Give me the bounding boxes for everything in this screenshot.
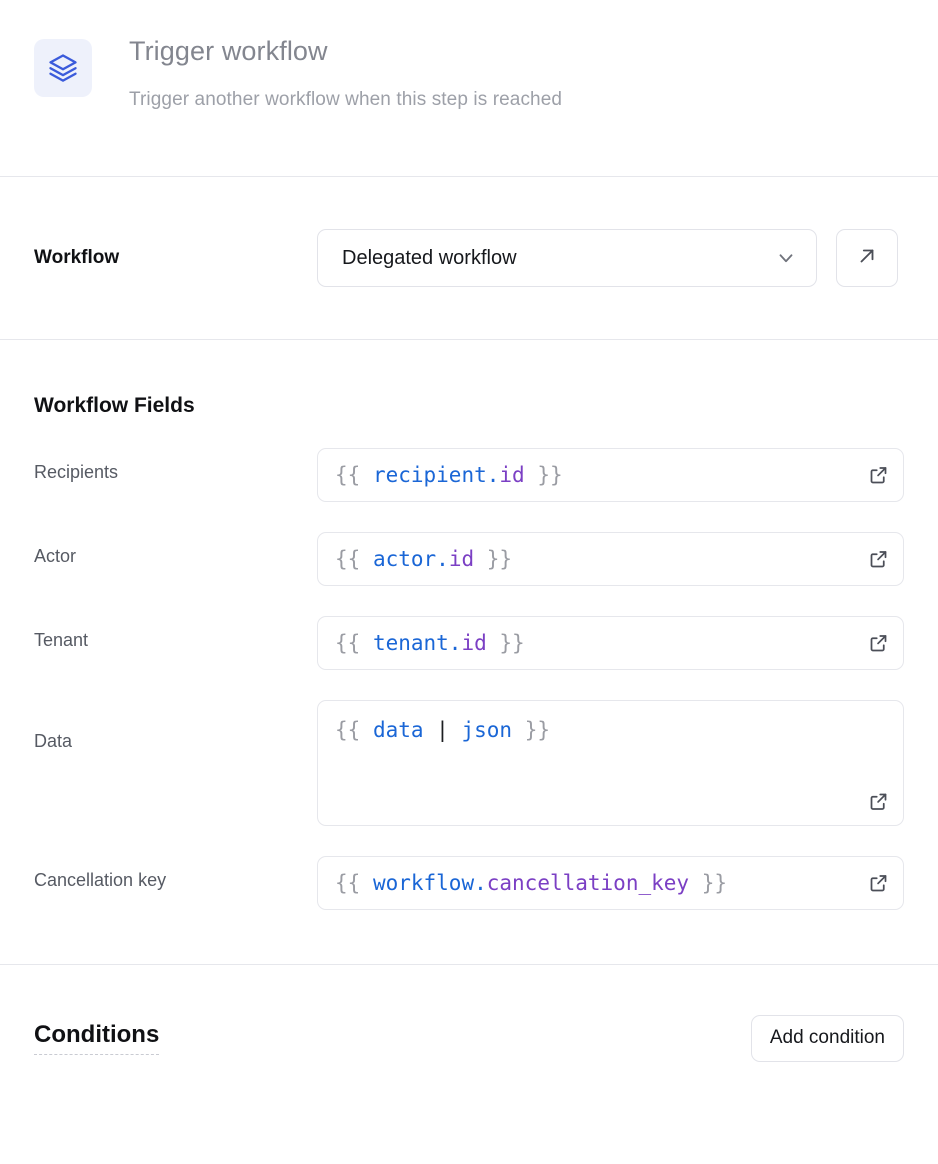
external-link-icon[interactable]: [868, 791, 889, 812]
field-row: Recipients {{ recipient.id }}: [34, 448, 904, 502]
spacer: [34, 910, 904, 964]
cancellation-key-value: {{ workflow.cancellation_key }}: [335, 871, 727, 895]
external-link-icon[interactable]: [868, 873, 889, 894]
step-header: Trigger workflow Trigger another workflo…: [0, 0, 938, 176]
field-row: Data {{ data | json }}: [34, 700, 904, 826]
page-title: Trigger workflow: [129, 34, 562, 68]
field-label-actor: Actor: [34, 532, 317, 567]
actor-input[interactable]: {{ actor.id }}: [317, 532, 904, 586]
tenant-input[interactable]: {{ tenant.id }}: [317, 616, 904, 670]
recipients-value: {{ recipient.id }}: [335, 463, 563, 487]
recipients-input[interactable]: {{ recipient.id }}: [317, 448, 904, 502]
data-value: {{ data | json }}: [335, 718, 550, 742]
field-row: Actor {{ actor.id }}: [34, 532, 904, 586]
arrow-up-right-icon: [856, 245, 878, 272]
data-input[interactable]: {{ data | json }}: [317, 700, 904, 826]
workflow-fields-section: Workflow Fields Recipients {{ recipient.…: [0, 340, 938, 964]
cancellation-key-input[interactable]: {{ workflow.cancellation_key }}: [317, 856, 904, 910]
layers-stack-icon: [34, 39, 92, 97]
field-label-recipients: Recipients: [34, 448, 317, 483]
workflow-fields-heading: Workflow Fields: [34, 340, 904, 418]
add-condition-button[interactable]: Add condition: [751, 1015, 904, 1062]
field-row: Tenant {{ tenant.id }}: [34, 616, 904, 670]
workflow-label: Workflow: [34, 247, 317, 269]
actor-value: {{ actor.id }}: [335, 547, 512, 571]
tenant-value: {{ tenant.id }}: [335, 631, 525, 655]
field-row: Cancellation key {{ workflow.cancellatio…: [34, 856, 904, 910]
workflow-row: Workflow Delegated workflow: [0, 177, 938, 339]
field-label-cancellation-key: Cancellation key: [34, 856, 317, 891]
page-subtitle: Trigger another workflow when this step …: [129, 87, 562, 113]
field-label-data: Data: [34, 700, 317, 752]
chevron-down-icon: [775, 247, 797, 269]
conditions-section: Conditions Add condition: [0, 965, 938, 1111]
external-link-icon[interactable]: [868, 465, 889, 486]
workflow-select[interactable]: Delegated workflow: [317, 229, 817, 287]
workflow-select-value: Delegated workflow: [342, 247, 517, 270]
field-label-tenant: Tenant: [34, 616, 317, 651]
conditions-title: Conditions: [34, 1021, 159, 1055]
external-link-icon[interactable]: [868, 549, 889, 570]
external-link-icon[interactable]: [868, 633, 889, 654]
open-workflow-button[interactable]: [836, 229, 898, 287]
